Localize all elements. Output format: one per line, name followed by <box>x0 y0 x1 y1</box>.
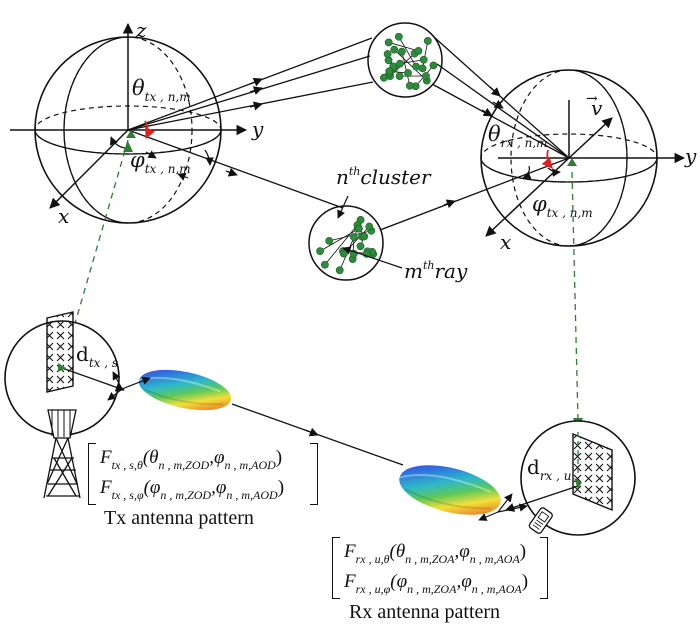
cluster-label: nthcluster <box>336 165 431 189</box>
upper-cluster-scatterer <box>384 56 393 65</box>
rx-pattern-matrix: Frx , u,θ(θn , m,ZOA,φn , m,AOA) Frx , u… <box>332 537 548 599</box>
tx-axis-y-label: y <box>252 117 264 141</box>
upper-cluster-scatterer <box>390 45 399 54</box>
rx-angle-marks <box>522 149 561 180</box>
rx-velocity-label: v <box>591 96 603 120</box>
tx-tower-icon <box>43 409 81 499</box>
lower-cluster-ray-segment <box>324 224 358 265</box>
upper-cluster-scatterer <box>380 73 388 82</box>
upper-cluster-scatterer <box>422 72 430 80</box>
tx-axes <box>10 22 248 209</box>
ray-label: mthray <box>404 259 468 283</box>
upper-cluster-ray-segment <box>399 59 424 65</box>
upper-cluster <box>367 22 443 98</box>
rx-antenna-circle <box>505 420 636 536</box>
tx-radiation-lobe <box>107 369 232 411</box>
cluster-pointers <box>337 195 403 269</box>
tx-pattern-matrix: Ftx , s,θ(θn , m,ZOD,φn , m,AOD) Ftx , s… <box>88 443 318 505</box>
lower-cluster <box>308 205 384 281</box>
lower-cluster-scatterer <box>325 236 334 245</box>
lower-cluster-scatterer <box>350 233 358 241</box>
upper-cluster-scatterer <box>396 59 404 68</box>
tx-pattern-caption: Tx antenna pattern <box>104 507 254 529</box>
upper-cluster-scatterer <box>395 72 404 80</box>
upper-cluster-ray-segment <box>422 40 429 69</box>
upper-cluster-ray-segment <box>401 51 411 86</box>
tx-antenna-circle <box>4 311 125 436</box>
velocity-vector-icon: → <box>586 91 598 107</box>
upper-cluster-scatterer <box>414 46 423 55</box>
tx-axis-z-label: z <box>136 18 147 42</box>
rx-pattern-rows: Frx , u,θ(θn , m,ZOA,φn , m,AOA) Frx , u… <box>344 537 528 597</box>
antenna-array-icon <box>46 311 74 393</box>
lower-cluster-scatterer <box>320 260 329 269</box>
left-bracket <box>88 443 96 505</box>
upper-cluster-scatterer <box>412 62 420 71</box>
lower-cluster-scatterer <box>360 232 369 241</box>
upper-cluster-scatterer <box>418 64 427 73</box>
rx-radiation-lobe <box>399 465 528 521</box>
mobile-phone-icon <box>528 507 553 534</box>
tx-zenith-angle-label: θtx , n,m <box>132 76 191 104</box>
rx-pattern-row-phi: Frx , u,φ(φn , m,ZOA,φn , m,AOA) <box>344 571 529 596</box>
lower-cluster-scatterer <box>335 266 344 275</box>
tx-azimuth-angle-label: φtx , n,m <box>130 148 191 176</box>
right-bracket <box>310 443 318 505</box>
rx-pattern-caption: Rx antenna pattern <box>349 601 501 623</box>
right-bracket <box>540 537 548 599</box>
rx-element-label: drx , u <box>527 455 572 483</box>
lower-cluster-scatterer <box>316 247 324 256</box>
upper-cluster-scatterer <box>394 32 403 41</box>
upper-cluster-scatterer <box>383 50 392 58</box>
origin-markers <box>126 130 577 166</box>
rx-azimuth-angle-label: φtx , n,m <box>532 192 593 220</box>
rx-zenith-angle-label: θrx , n,m <box>488 122 548 150</box>
link-line <box>231 403 404 466</box>
lower-cluster-scatterer <box>356 242 365 251</box>
tx-axis-x-label: x <box>58 204 70 228</box>
upper-cluster-scatterer <box>429 61 438 70</box>
lower-cluster-scatterer <box>339 249 348 258</box>
upper-cluster-scatterer <box>397 47 406 56</box>
dashed-links <box>62 139 579 421</box>
upper-cluster-scatterer <box>419 55 428 64</box>
lower-cluster-scatterer <box>355 224 363 233</box>
upper-cluster-scatterer <box>384 38 393 47</box>
upper-cluster-scatterer <box>423 37 432 45</box>
tx-element-label: dtx , s <box>76 342 119 370</box>
rx-pattern-row-theta: Frx , u,θ(θn , m,ZOA,φn , m,AOA) <box>344 541 527 566</box>
upper-cluster-scatterer <box>405 81 414 90</box>
cluster-scatterers <box>316 32 438 275</box>
upper-cluster-ray-segment <box>388 42 419 52</box>
antenna-array-icon <box>572 432 613 512</box>
tx-pattern-rows: Ftx , s,θ(θn , m,ZOD,φn , m,AOD) Ftx , s… <box>100 443 284 503</box>
tx-pattern-row-phi: Ftx , s,φ(φn , m,ZOD,φn , m,AOD) <box>100 477 285 502</box>
tx-pattern-row-theta: Ftx , s,θ(θn , m,ZOD,φn , m,AOD) <box>100 447 283 472</box>
lower-cluster-scatterer <box>365 222 374 231</box>
upper-cluster-scatterer <box>385 67 394 76</box>
left-bracket <box>332 537 340 599</box>
rx-axis-x-label: x <box>500 230 512 254</box>
upper-cluster-scatterer <box>404 69 412 77</box>
lower-cluster-ray-segment <box>319 228 360 252</box>
propagation-paths <box>127 36 570 231</box>
tx-angle-marks <box>109 120 214 181</box>
rx-axis-y-label: y <box>685 144 697 168</box>
